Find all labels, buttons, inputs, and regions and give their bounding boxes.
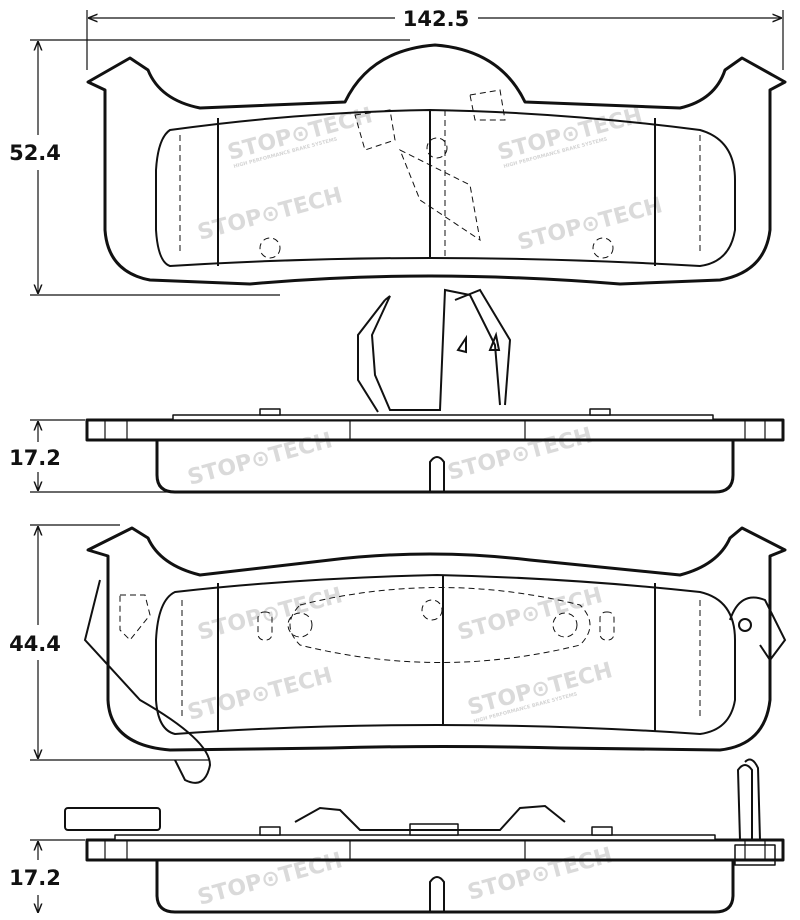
top-pad-front-view [86, 43, 787, 286]
svg-text:STOP⊙TECH: STOP⊙TECH [465, 843, 615, 906]
pad-clip [357, 288, 512, 413]
bottom-thickness-label: 17.2 [9, 866, 61, 890]
dimension-top-thickness: 17.2 [9, 419, 210, 493]
svg-text:STOP⊙TECH: STOP⊙TECH [445, 423, 595, 486]
dimension-bottom-thickness: 17.2 [9, 839, 85, 912]
svg-text:STOP⊙TECH: STOP⊙TECH [455, 583, 605, 646]
dimension-width: 142.5 [86, 7, 784, 70]
top-pad-side-view [85, 408, 785, 494]
svg-text:STOP⊙TECH: STOP⊙TECH [185, 428, 335, 491]
svg-text:STOP⊙TECH: STOP⊙TECH [515, 193, 665, 256]
svg-text:STOP⊙TECH: STOP⊙TECH [195, 848, 345, 911]
bottom-pad-side-view [64, 758, 785, 914]
svg-text:STOP⊙TECH: STOP⊙TECH [185, 663, 335, 726]
top-height-label: 52.4 [9, 141, 61, 165]
dimension-bottom-height: 44.4 [9, 524, 210, 761]
svg-text:STOP⊙TECH: STOP⊙TECH [465, 658, 615, 721]
bottom-pad-front-view [83, 526, 787, 784]
dimension-top-height: 52.4 [9, 39, 410, 296]
stoptech-watermarks: STOP⊙TECH STOP⊙TECH STOP⊙TECH STOP⊙TECH … [185, 103, 665, 911]
top-thickness-label: 17.2 [9, 446, 61, 470]
width-label: 142.5 [403, 7, 469, 31]
bottom-height-label: 44.4 [9, 632, 61, 656]
